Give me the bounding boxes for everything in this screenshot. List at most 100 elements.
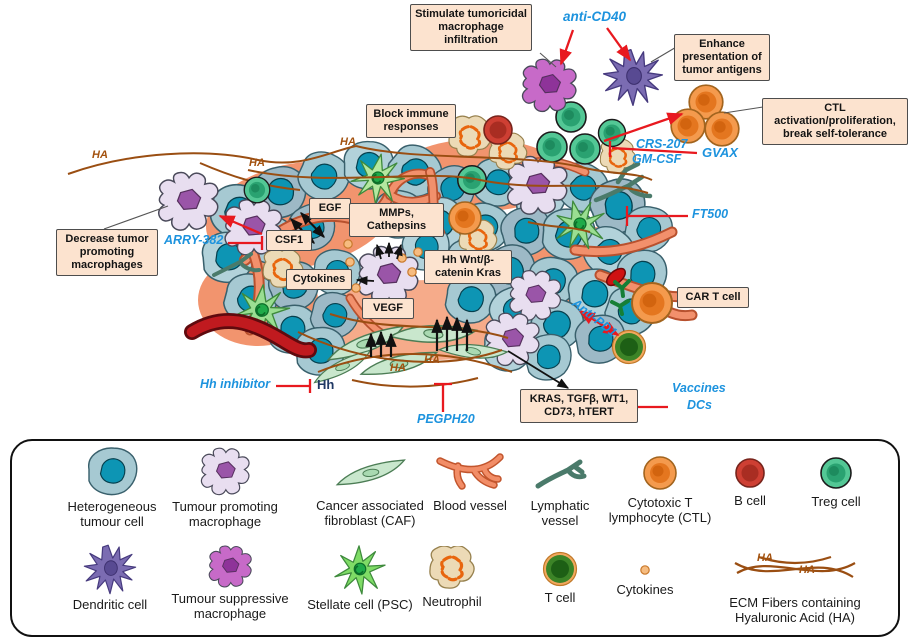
label-gvax: GVAX [702, 145, 738, 160]
box-csf1-text: CSF1 [274, 234, 304, 246]
box-mmps-text: MMPs, Cathepsins [366, 207, 427, 232]
treg-cell [536, 131, 568, 163]
car-antigen [605, 267, 627, 287]
legend-item-suppressive-macrophage: Tumour suppressive macrophage [170, 545, 290, 622]
caf-icon [334, 459, 408, 487]
legend-item-ecm-fibers: HA HA ECM Fibers containing Hyaluronic A… [705, 545, 885, 626]
box-block-immune: Block immune responses [366, 104, 456, 138]
label-dcs: DCs [687, 398, 713, 412]
car-receptor [610, 279, 631, 316]
box-ctl-activation: CTL activation/proliferation, break self… [762, 98, 908, 145]
legend-label: T cell [544, 590, 576, 605]
tumour-promoting-macrophage-icon [200, 447, 250, 496]
box-car-t-text: CAR T cell [685, 291, 741, 303]
label-crs207: CRS-207 [636, 137, 688, 151]
box-cytokines: Cytokines [286, 269, 352, 290]
box-decrease-macrophages: Decrease tumor promoting macrophages [56, 229, 158, 276]
treg-cell [243, 176, 271, 204]
legend-label: Treg cell [811, 494, 861, 509]
legend-item-t-cell: T cell [525, 550, 595, 605]
legend-item-caf: Cancer associated fibroblast (CAF) [303, 452, 437, 529]
box-cytokines-text: Cytokines [292, 273, 346, 285]
red-arrows [218, 27, 698, 416]
legend-item-neutrophil: Neutrophil [407, 546, 497, 609]
box-pathways-text: Hh Wnt/β-catenin Kras [434, 254, 502, 279]
ecm-fibers-icon: HA HA [734, 552, 856, 578]
treg-cell [569, 133, 601, 165]
box-egf-text: EGF [318, 202, 342, 214]
box-targets: KRAS, TGFβ, WT1, CD73, hTERT [520, 389, 638, 423]
legend-item-ctl: Cytotoxic T lymphocyte (CTL) [605, 453, 715, 526]
neutrophil-icon [428, 546, 476, 590]
lymphatic-vessels [212, 161, 653, 277]
box-vegf-text: VEGF [373, 302, 403, 314]
dark-red-vessel [184, 313, 317, 359]
legend-item-stellate: Stellate cell (PSC) [305, 543, 415, 612]
label-arry382: ARRY-382 [164, 233, 224, 247]
dendritic-cell [602, 49, 664, 107]
box-targets-text: KRAS, TGFβ, WT1, CD73, hTERT [529, 393, 629, 418]
treg-cell [597, 118, 627, 148]
box-decrease-text: Decrease tumor promoting macrophages [65, 233, 149, 271]
ctl-cell [448, 201, 482, 235]
box-csf1: CSF1 [266, 230, 312, 251]
label-vaccines: Vaccines [672, 381, 726, 395]
legend-item-promoting-macrophage: Tumour promoting macrophage [155, 447, 295, 530]
legend-label: Heterogeneous tumour cell [67, 499, 157, 530]
b-cell-icon [735, 458, 765, 488]
outside-cells [157, 49, 740, 365]
legend-item-treg: Treg cell [796, 454, 876, 509]
label-hh-inhibitor: Hh inhibitor [200, 377, 271, 391]
cytokines-icon [640, 565, 650, 575]
stellate-cell-icon [334, 545, 386, 595]
legend-label: Neutrophil [422, 594, 482, 609]
treg-cell-icon [820, 457, 852, 489]
box-egf: EGF [309, 198, 351, 219]
ecm-fibers-top [67, 145, 653, 233]
legend-item-tumour-cell: Heterogeneous tumour cell [47, 447, 177, 530]
label-ha: HA [390, 362, 406, 374]
legend-item-b-cell: B cell [715, 455, 785, 508]
label-anti-cd40: anti-CD40 [563, 9, 627, 24]
box-enhance-presentation: Enhance presentation of tumor antigens [674, 34, 770, 81]
caf-signal-arrows [365, 315, 473, 357]
ctl-icon [643, 456, 677, 490]
car-t-assembly [605, 267, 673, 324]
legend-label: Cytokines [616, 582, 674, 597]
label-ft500: FT500 [692, 207, 729, 221]
ecm-fibers-bottom [297, 313, 513, 388]
legend-label: B cell [734, 493, 766, 508]
label-ha: HA [340, 136, 356, 148]
annotation-lines [103, 27, 764, 416]
legend-label: Tumour promoting macrophage [172, 499, 278, 530]
dendritic-cell-icon [83, 544, 137, 595]
box-stimulate-macrophage: Stimulate tumoricidal macrophage infiltr… [410, 4, 532, 51]
label-ha: HA [249, 157, 265, 169]
b-cell [483, 115, 513, 145]
legend-item-dendritic: Dendritic cell [55, 543, 165, 612]
legend-label: Lymphatic vessel [530, 498, 590, 529]
label-ha: HA [92, 149, 108, 161]
ctl-cell [704, 111, 740, 147]
legend-label: ECM Fibers containing Hyaluronic Acid (H… [729, 595, 861, 626]
box-pathways: Hh Wnt/β-catenin Kras [424, 250, 512, 284]
box-car-t: CAR T cell [677, 287, 749, 308]
t-cell-icon [542, 551, 578, 587]
ha-label: HA [757, 552, 773, 564]
box-stimulate-text: Stimulate tumoricidal macrophage infiltr… [415, 8, 527, 46]
box-connectors [103, 45, 764, 230]
label-hh: Hh [317, 377, 335, 392]
legend-label: Stellate cell (PSC) [307, 597, 413, 612]
heterogeneous-tumour-cell-icon [87, 447, 138, 496]
legend-label: Dendritic cell [72, 597, 148, 612]
box-mmps: MMPs, Cathepsins [349, 203, 444, 237]
ha-label: HA [799, 564, 815, 576]
car-t-cell [631, 282, 673, 324]
legend-label: Blood vessel [433, 498, 507, 513]
box-enhance-text: Enhance presentation of tumor antigens [682, 38, 762, 76]
label-ha: HA [424, 354, 440, 366]
box-vegf: VEGF [362, 298, 414, 319]
box-block-immune-text: Block immune responses [373, 108, 449, 133]
